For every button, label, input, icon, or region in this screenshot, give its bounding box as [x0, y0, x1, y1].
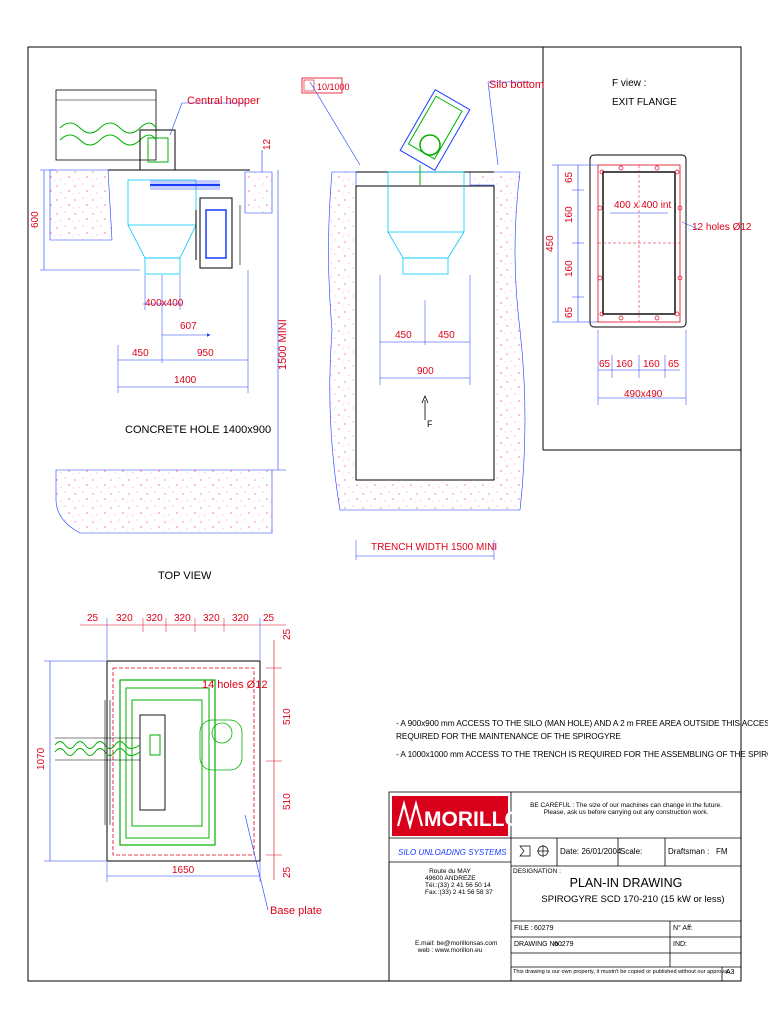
- tv-dim-v25-bottom: 25: [282, 866, 293, 878]
- file-value: 60279: [534, 925, 554, 932]
- drawing-subtitle: SPIROGYRE SCD 170-210 (15 kW or less): [541, 894, 725, 905]
- file-label: FILE :: [514, 925, 533, 932]
- label-central-hopper: Central hopper: [187, 95, 260, 107]
- label-silo-bottom: Silo bottom: [489, 79, 544, 91]
- fv-dim-160-top: 160: [564, 206, 575, 223]
- naff-label: N° Aff:: [673, 925, 693, 932]
- label-concrete-hole: CONCRETE HOLE 1400x900: [125, 424, 271, 436]
- logo-tagline: SILO UNLOADING SYSTEMS: [398, 848, 507, 857]
- tv-dim-510-bottom: 510: [282, 793, 293, 810]
- flag-icon: [519, 845, 549, 857]
- tv-dim-25-left: 25: [87, 613, 99, 624]
- tv-dim-320-a: 320: [116, 613, 133, 624]
- tv-dim-320-c: 320: [174, 613, 191, 624]
- ind-label: IND:: [673, 941, 687, 948]
- fv-dim-h160-left: 160: [616, 359, 633, 370]
- drawing-no-value: 60279: [554, 941, 574, 948]
- contact-block: E.mail: be@morillonsas.com web : www.mor…: [415, 940, 498, 954]
- designation-label: DESIGNATION :: [513, 868, 561, 875]
- section-view-left: [40, 89, 286, 534]
- tv-dim-320-b: 320: [146, 613, 163, 624]
- address-block: Route du MAY 49600 ANDREZE Tél.:(33) 2 4…: [425, 868, 493, 896]
- logo-text: MORILLON: [424, 808, 536, 831]
- dim-450-mid-b: 450: [438, 330, 455, 341]
- address-line: Route du MAY: [429, 868, 471, 875]
- dim-950: 950: [197, 348, 214, 359]
- date-field: Date: 26/01/2004: [560, 847, 622, 856]
- draftsman-value: FM: [716, 847, 728, 856]
- dim-450-left: 450: [132, 348, 149, 359]
- label-12-holes: 12 holes Ø12: [692, 222, 752, 233]
- fv-dim-65-top: 65: [564, 171, 575, 183]
- label-trench-width: TRENCH WIDTH 1500 MINI: [371, 542, 497, 553]
- label-f-view: F view :: [612, 78, 646, 89]
- sheet-border: [27, 46, 742, 982]
- label-hopper-outlet: 400x400: [145, 298, 184, 309]
- tv-dim-1070: 1070: [36, 747, 47, 770]
- fv-dim-h65-right: 65: [668, 359, 680, 370]
- dim-900: 900: [417, 366, 434, 377]
- label-14-holes: 14 holes Ø12: [202, 679, 267, 691]
- tv-dim-320-d: 320: [203, 613, 220, 624]
- dim-607: 607: [180, 321, 197, 332]
- dim-600: 600: [30, 211, 41, 228]
- label-arrow-f: F: [427, 419, 433, 429]
- title-block-frame: [388, 791, 742, 982]
- dim-1500-mini: 1500 MINI: [277, 319, 289, 370]
- tv-dim-1650: 1650: [172, 865, 195, 876]
- careful-line-2: Please, ask us before carrying out any c…: [543, 809, 709, 816]
- sheet-format: A3: [726, 969, 735, 976]
- web-line: web : www.morillon.eu: [417, 947, 483, 954]
- morillon-logo-mark: [396, 799, 424, 831]
- drawing-title: PLAN-IN DRAWING: [569, 876, 683, 890]
- section-view-middle: [301, 77, 530, 560]
- phone-line: Tél.:(33) 2 41 56 50 14: [425, 882, 491, 889]
- tv-dim-v25-top: 25: [282, 628, 293, 640]
- tv-dim-320-e: 320: [232, 613, 249, 624]
- email-line: E.mail: be@morillonsas.com: [415, 940, 498, 947]
- dim-12: 12: [262, 138, 273, 150]
- dim-450-mid-a: 450: [395, 330, 412, 341]
- note-line-3: - A 1000x1000 mm ACCESS TO THE TRENCH IS…: [396, 749, 768, 759]
- fv-dim-h65-left: 65: [599, 359, 611, 370]
- address-line: 49600 ANDREZE: [425, 875, 476, 882]
- careful-line-1: BE CAREFUL : The size of our machines ca…: [530, 802, 722, 809]
- f-view-exit-flange: [542, 47, 741, 451]
- tv-dim-510-top: 510: [282, 708, 293, 725]
- fv-dim-65-bottom: 65: [564, 306, 575, 318]
- fax-line: Fax.:(33) 2 41 56 58 37: [425, 889, 493, 896]
- label-flange-inner: 400 x 400 int: [614, 200, 671, 211]
- note-line-2: REQUIRED FOR THE MAINTENANCE OF THE SPIR…: [396, 731, 621, 741]
- property-footer: This drawing is our own property, it mus…: [513, 969, 731, 975]
- be-careful-notice: BE CAREFUL : The size of our machines ca…: [513, 802, 739, 816]
- top-view: [44, 618, 286, 911]
- draftsman-label: Draftsman :: [668, 847, 710, 856]
- label-base-plate: Base plate: [270, 905, 322, 917]
- logo-background: [392, 796, 508, 836]
- dim-1400: 1400: [174, 375, 197, 386]
- label-scale-box: 10/1000: [317, 82, 350, 92]
- note-line-1: - A 900x900 mm ACCESS TO THE SILO (MAN H…: [396, 718, 768, 728]
- scale-field: Scale:: [620, 847, 643, 856]
- fv-dim-450: 450: [545, 235, 556, 252]
- label-exit-flange: EXIT FLANGE: [612, 97, 677, 108]
- tv-dim-25-right: 25: [263, 613, 275, 624]
- fv-dim-490: 490x490: [624, 389, 663, 400]
- drawing-no-label: DRAWING No :: [514, 941, 563, 948]
- fv-dim-h160-right: 160: [643, 359, 660, 370]
- label-top-view: TOP VIEW: [158, 570, 212, 582]
- fv-dim-160-bottom: 160: [564, 260, 575, 277]
